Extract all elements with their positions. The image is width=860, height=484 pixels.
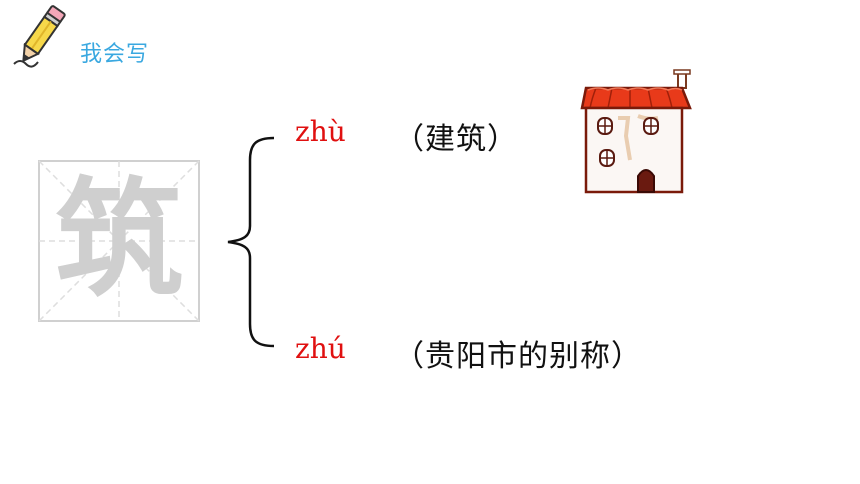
curly-brace (227, 136, 275, 348)
pencil-icon (13, 5, 66, 68)
section-header: 我会写 (6, 2, 206, 72)
practice-character: 筑 (54, 166, 183, 315)
character-practice-grid: 筑 (38, 160, 200, 322)
pinyin-reading-2: zhú (295, 332, 346, 365)
house-icon (580, 69, 692, 194)
section-title: 我会写 (80, 42, 150, 67)
pinyin-reading-1: zhù (295, 115, 346, 148)
meaning-2: （贵阳市的别称） (394, 339, 642, 374)
grid-lines (38, 160, 200, 322)
meaning-1: （建筑） (394, 122, 518, 157)
